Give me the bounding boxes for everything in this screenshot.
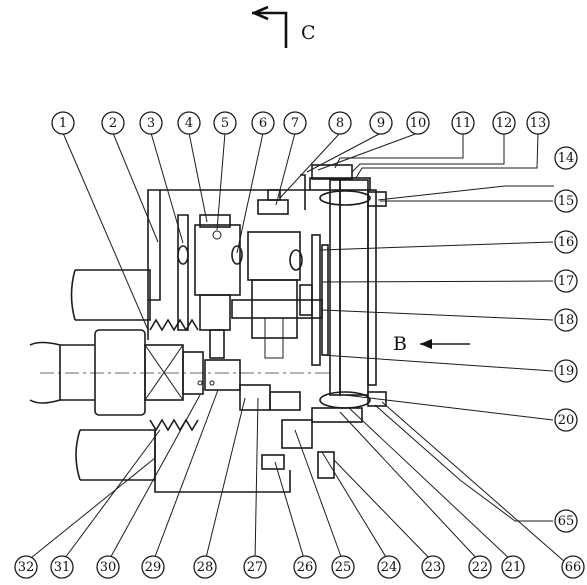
callout-label-19: 19 xyxy=(558,364,575,379)
leader-lines xyxy=(25,132,566,563)
callout-circle-12 xyxy=(492,111,516,135)
callout-circle-23 xyxy=(421,555,445,579)
view-b-marker: B xyxy=(393,333,470,355)
callout-circle-3 xyxy=(139,111,163,135)
callout-circle-30 xyxy=(96,555,120,579)
callout-label-17: 17 xyxy=(558,274,575,289)
callout-circle-19 xyxy=(554,359,578,383)
callout-circle-4 xyxy=(177,111,201,135)
callout-label-6: 6 xyxy=(259,116,267,131)
callout-label-24: 24 xyxy=(381,560,398,575)
callout-circle-6 xyxy=(251,111,275,135)
callout-label-20: 20 xyxy=(558,413,575,428)
callout-label-22: 22 xyxy=(472,560,489,575)
callout-circle-21 xyxy=(501,555,525,579)
callout-circle-5 xyxy=(213,111,237,135)
callout-circle-25 xyxy=(331,555,355,579)
callout-circle-11 xyxy=(451,111,475,135)
callout-label-28: 28 xyxy=(197,560,214,575)
callout-label-18: 18 xyxy=(558,313,575,328)
callout-label-5: 5 xyxy=(221,116,229,131)
callout-label-21: 21 xyxy=(505,560,522,575)
callout-circle-15 xyxy=(554,189,578,213)
callout-circle-18 xyxy=(554,308,578,332)
callout-label-32: 32 xyxy=(18,560,35,575)
callout-circle-26 xyxy=(293,555,317,579)
callout-label-66: 66 xyxy=(565,560,582,575)
callout-circle-13 xyxy=(526,111,550,135)
callout-circle-31 xyxy=(50,555,74,579)
assembly-body xyxy=(29,164,387,493)
callout-label-10: 10 xyxy=(410,116,427,131)
callout-circle-9 xyxy=(369,111,393,135)
callout-circle-14 xyxy=(554,146,578,170)
callout-circle-22 xyxy=(468,555,492,579)
callout-circle-10 xyxy=(406,111,430,135)
callout-label-31: 31 xyxy=(54,560,71,575)
callout-circle-24 xyxy=(377,555,401,579)
callout-label-11: 11 xyxy=(455,116,472,131)
section-c-marker: C xyxy=(252,5,316,48)
callout-circle-17 xyxy=(554,269,578,293)
callout-label-3: 3 xyxy=(147,116,155,131)
callout-label-13: 13 xyxy=(530,116,547,131)
callout-label-23: 23 xyxy=(425,560,442,575)
section-c-label: C xyxy=(301,22,316,44)
callout-label-29: 29 xyxy=(145,560,162,575)
callout-circle-20 xyxy=(554,408,578,432)
callout-circle-1 xyxy=(51,111,75,135)
callout-label-12: 12 xyxy=(496,116,513,131)
callout-label-27: 27 xyxy=(247,560,264,575)
callout-label-15: 15 xyxy=(558,194,575,209)
callout-label-16: 16 xyxy=(558,235,575,250)
callout-circle-27 xyxy=(243,555,267,579)
callout-label-25: 25 xyxy=(335,560,352,575)
callout-label-8: 8 xyxy=(336,116,344,131)
callout-label-26: 26 xyxy=(297,560,314,575)
callout-label-1: 1 xyxy=(59,116,67,131)
callout-circle-65 xyxy=(554,509,578,533)
callout-label-2: 2 xyxy=(109,116,117,131)
callout-circle-28 xyxy=(193,555,217,579)
callout-circle-66 xyxy=(561,555,585,579)
callout-label-4: 4 xyxy=(185,116,193,131)
callout-label-9: 9 xyxy=(377,116,385,131)
callout-circle-16 xyxy=(554,230,578,254)
callout-label-7: 7 xyxy=(291,116,299,131)
callout-label-14: 14 xyxy=(558,151,575,166)
callout-label-30: 30 xyxy=(100,560,117,575)
callout-circle-2 xyxy=(101,111,125,135)
view-b-label: B xyxy=(393,333,407,355)
callout-circle-7 xyxy=(283,111,307,135)
callout-label-65: 65 xyxy=(558,514,575,529)
callout-circle-32 xyxy=(14,555,38,579)
callout-circle-29 xyxy=(141,555,165,579)
callout-circle-8 xyxy=(328,111,352,135)
